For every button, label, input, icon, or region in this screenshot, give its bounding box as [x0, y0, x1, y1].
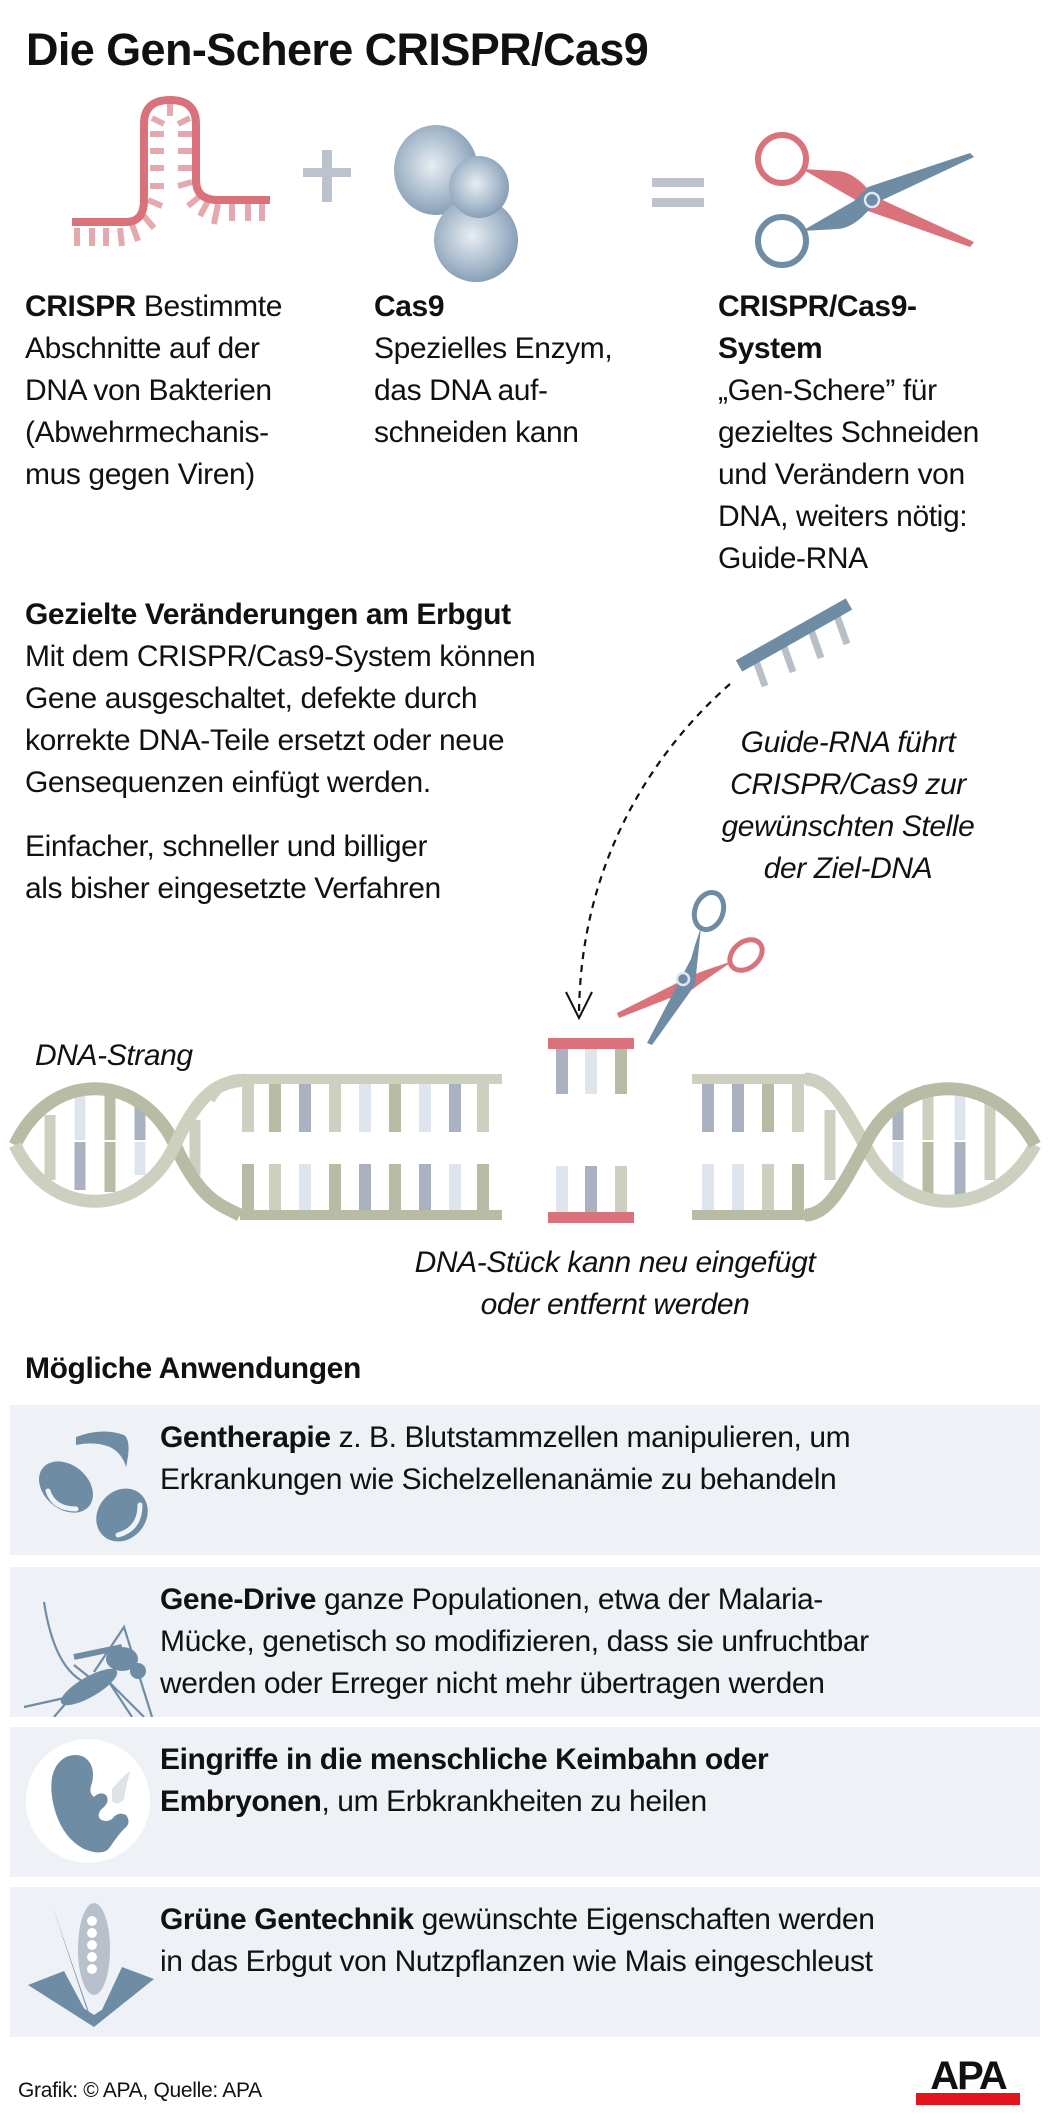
term-crispr: CRISPR — [25, 290, 136, 323]
crispr-desc-line: Abschnitte auf der — [25, 332, 260, 365]
footer-credit: Grafik: © APA, Quelle: APA — [18, 2079, 262, 2102]
excised-piece-bottom-bar — [548, 1212, 634, 1223]
application-text: Eingriffe in die menschliche Keimbahn od… — [160, 1739, 769, 1823]
application-desc: gewünschte Eigenschaften werden — [413, 1903, 875, 1936]
term-cas9: Cas9 — [374, 290, 445, 323]
apa-logo-text: APA — [930, 2054, 1007, 2098]
dna-base-pairs-left — [242, 1084, 489, 1210]
dna-piece-caption-line: DNA-Stück kann neu eingefügt — [414, 1246, 816, 1279]
applications-heading: Mögliche Anwendungen — [25, 1352, 361, 1385]
application-gene-drive: Gene-Drive ganze Populationen, etwa der … — [10, 1567, 1040, 1717]
application-desc: ganze Populationen, etwa der Malaria- — [316, 1583, 823, 1616]
excised-piece-top-bar — [548, 1038, 634, 1049]
apa-logo: APA — [916, 2054, 1020, 2106]
plus-icon — [322, 150, 332, 202]
changes-section: Gezielte Veränderungen am Erbgut Mit dem… — [25, 594, 536, 910]
application-desc: werden oder Erreger nicht mehr übertrage… — [160, 1667, 825, 1700]
guide-rna-caption: Guide-RNA führt CRISPR/Cas9 zur gewünsch… — [688, 722, 1008, 890]
changes-heading: Gezielte Veränderungen am Erbgut — [25, 598, 511, 631]
guide-rna-caption-line: gewünschten Stelle — [721, 810, 975, 843]
changes-advantage-line: Einfacher, schneller und billiger — [25, 830, 428, 863]
column-cas9: Cas9 Spezielles Enzym, das DNA auf- schn… — [374, 286, 613, 454]
application-title: Gene-Drive — [160, 1583, 317, 1616]
column-crispr: CRISPR Bestimmte Abschnitte auf der DNA … — [25, 286, 282, 496]
application-title: Eingriffe in die menschliche Keimbahn od… — [160, 1743, 769, 1776]
scissors-icon — [755, 132, 974, 268]
embryo-icon — [26, 1739, 150, 1863]
cas9-desc-line: das DNA auf- — [374, 374, 548, 407]
cas9-desc-line: schneiden kann — [374, 416, 579, 449]
crispr-desc-line: DNA von Bakterien — [25, 374, 272, 407]
cas9-enzyme-icon — [394, 125, 518, 282]
system-desc-line: „Gen-Schere” für — [718, 374, 937, 407]
dna-base-pairs-right — [702, 1084, 804, 1210]
dashed-arrow-icon — [565, 683, 731, 1021]
application-desc: Erkrankungen wie Sichelzellenanämie zu b… — [160, 1463, 837, 1496]
equals-icon — [652, 178, 704, 187]
term-system: CRISPR/Cas9- — [718, 290, 917, 323]
corn-plant-icon — [28, 1903, 154, 2027]
application-text: Gentherapie z. B. Blutstammzellen manipu… — [160, 1417, 851, 1501]
cas9-desc-line: Spezielles Enzym, — [374, 332, 613, 365]
page-title: Die Gen-Schere CRISPR/Cas9 — [26, 24, 649, 75]
changes-paragraph-line: Gene ausgeschaltet, defekte durch — [25, 682, 478, 715]
mosquito-icon — [23, 1601, 154, 1717]
dna-helix-right — [804, 1072, 1041, 1222]
changes-advantage-line: als bisher eingesetzte Verfahren — [25, 872, 441, 905]
guide-rna-caption-line: CRISPR/Cas9 zur — [730, 768, 966, 801]
crispr-rna-hairpin-icon — [72, 96, 270, 247]
system-desc-line: gezieltes Schneiden — [718, 416, 979, 449]
changes-paragraph-line: Gensequenzen einfügt werden. — [25, 766, 431, 799]
crispr-desc-line: (Abwehrmechanis- — [25, 416, 269, 449]
apa-logo-bar — [916, 2093, 1020, 2105]
dna-strand-diagram — [9, 1038, 1041, 1223]
column-crispr-cas9-system: CRISPR/Cas9- System „Gen-Schere” für gez… — [718, 286, 979, 580]
dna-piece-caption: DNA-Stück kann neu eingefügt oder entfer… — [330, 1242, 900, 1326]
system-desc-line: DNA, weiters nötig: — [718, 500, 968, 533]
application-gentherapie: Gentherapie z. B. Blutstammzellen manipu… — [10, 1405, 1040, 1555]
dna-strand-label: DNA-Strang — [35, 1039, 193, 1072]
system-desc-line: Guide-RNA — [718, 542, 868, 575]
blood-cells-icon — [39, 1431, 148, 1542]
changes-paragraph-line: korrekte DNA-Teile ersetzt oder neue — [25, 724, 505, 757]
term-system: System — [718, 332, 823, 365]
guide-rna-caption-line: Guide-RNA führt — [740, 726, 956, 759]
equals-icon-lower — [652, 198, 704, 207]
crispr-desc-line: mus gegen Viren) — [25, 458, 255, 491]
dna-piece-caption-line: oder entfernt werden — [480, 1288, 750, 1321]
guide-rna-caption-line: der Ziel-DNA — [763, 852, 933, 885]
changes-paragraph-line: Mit dem CRISPR/Cas9-System können — [25, 640, 536, 673]
application-text: Gene-Drive ganze Populationen, etwa der … — [160, 1579, 869, 1705]
application-text: Grüne Gentechnik gewünschte Eigenschafte… — [160, 1899, 875, 1983]
application-title: Embryonen — [160, 1785, 322, 1818]
application-title: Gentherapie — [160, 1421, 331, 1454]
cutting-scissors-icon — [617, 890, 765, 1045]
application-keimbahn: Eingriffe in die menschliche Keimbahn od… — [10, 1727, 1040, 1877]
application-desc: in das Erbgut von Nutzpflanzen wie Mais … — [160, 1945, 873, 1978]
guide-rna-icon — [735, 598, 853, 688]
application-desc: z. B. Blutstammzellen manipulieren, um — [330, 1421, 851, 1454]
application-gruene-gentechnik: Grüne Gentechnik gewünschte Eigenschafte… — [10, 1887, 1040, 2037]
application-title: Grüne Gentechnik — [160, 1903, 414, 1936]
crispr-desc-line: Bestimmte — [143, 290, 283, 323]
application-desc: Mücke, genetisch so modifizieren, dass s… — [160, 1625, 869, 1658]
application-desc: , um Erbkrankheiten zu heilen — [321, 1785, 707, 1818]
system-desc-line: und Verändern von — [718, 458, 965, 491]
